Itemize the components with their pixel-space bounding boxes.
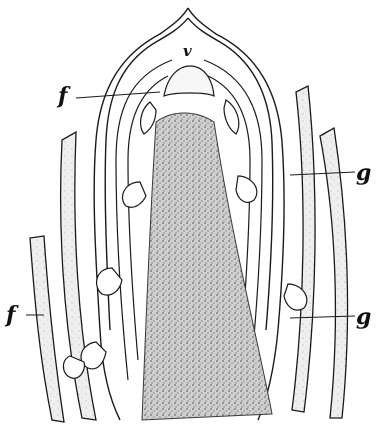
apex — [164, 66, 214, 96]
outer-bract-right — [292, 86, 348, 418]
label-v: v — [183, 42, 192, 60]
label-f-lower: f — [4, 302, 19, 328]
central-axis — [142, 113, 272, 420]
label-f-upper: f — [56, 83, 71, 109]
label-g-upper: g — [356, 160, 371, 186]
outer-bract-left — [30, 132, 96, 422]
label-g-lower: g — [356, 304, 371, 330]
